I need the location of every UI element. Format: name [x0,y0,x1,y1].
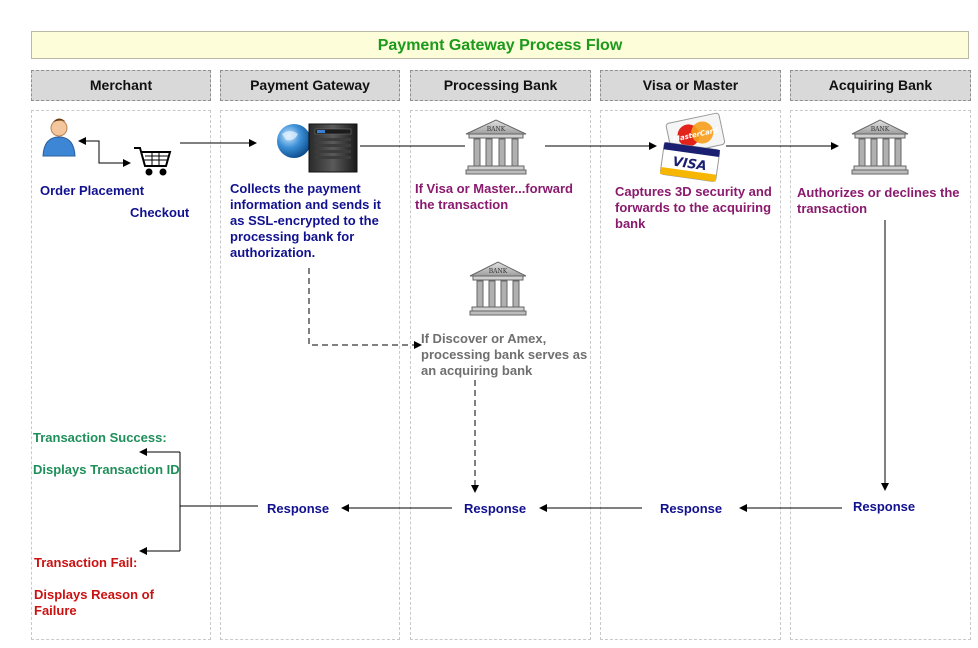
diagram-title: Payment Gateway Process Flow [31,31,969,59]
bank-icon-label: BANK [487,126,506,133]
column-header-visa-or-master: Visa or Master [600,70,781,101]
transaction-fail-title: Transaction Fail: [34,555,138,570]
response-label-gateway: Response [267,501,330,516]
column-header-acquiring-bank: Acquiring Bank [790,70,971,101]
gateway-description: Collects the payment information and sen… [230,181,381,260]
acquiring-bank-icon: BANK [851,119,909,175]
column-header-payment-gateway: Payment Gateway [220,70,400,101]
forward-flow-arrows [78,137,889,491]
bank-icon-label: BANK [871,126,890,133]
lane-payment-gateway [220,110,400,640]
user-icon [42,118,76,157]
visa-label: VISA [672,155,708,175]
order-placement-label: Order Placement [40,183,145,198]
processing-bank-visa-master-text: If Visa or Master...forward the transact… [415,181,573,212]
transaction-success-title: Transaction Success: [33,430,167,445]
processing-bank-discover-amex-text: If Discover or Amex, processing bank ser… [421,331,588,378]
arrow-gateway-to-amex-bank [308,268,422,349]
arrow-order-to-checkout [80,140,131,167]
lane-acquiring-bank [790,110,971,640]
checkout-label: Checkout [130,205,190,220]
dashed-flow-arrows [308,268,479,493]
response-label-card-network: Response [660,501,723,516]
bank-icon-secondary: BANK [469,261,527,316]
column-header-processing-bank: Processing Bank [410,70,591,101]
transaction-success-detail: Displays Transaction ID [33,462,180,477]
column-header-merchant: Merchant [31,70,211,101]
credit-cards-icon: MasterCard VISA [659,112,726,182]
server-globe-icon [277,123,358,173]
response-flow-arrows [139,448,842,555]
acquiring-bank-description: Authorizes or declines the transaction [797,185,960,216]
lane-visa-or-master [600,110,781,640]
lane-processing-bank [410,110,591,640]
bank-icon: BANK [465,119,527,175]
response-label-acquiring-bank: Response [853,499,916,514]
bank-icon-label: BANK [489,268,508,275]
card-network-description: Captures 3D security and forwards to the… [615,184,772,231]
shopping-cart-icon [134,147,172,176]
response-label-processing-bank: Response [464,501,527,516]
transaction-fail-detail: Displays Reason of Failure [34,587,154,618]
lane-merchant [31,110,211,640]
